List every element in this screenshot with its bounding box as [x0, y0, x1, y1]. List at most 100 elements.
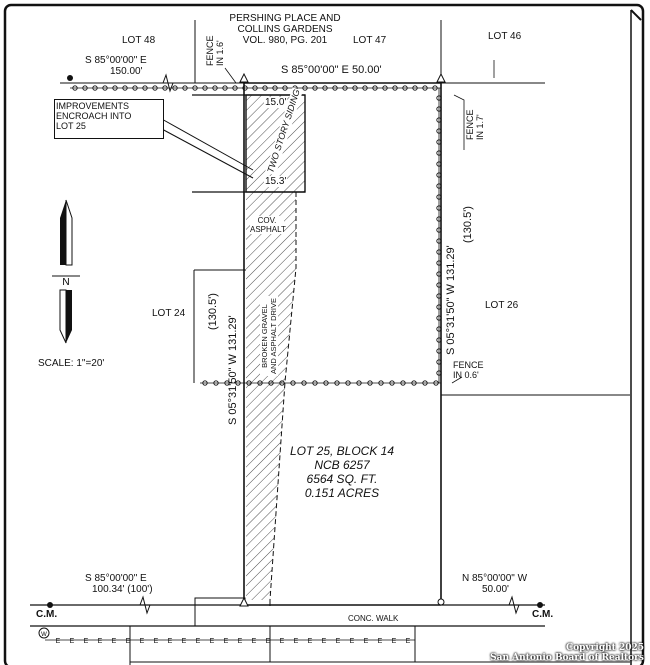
covered-asphalt-label: COV. ASPHALT	[250, 216, 286, 234]
nw-distance: 150.00'	[110, 66, 143, 77]
electric-line-marker: E	[308, 638, 313, 645]
copyright-watermark: Copyright 2025 San Antonio Board of Real…	[490, 643, 644, 663]
fence-post	[436, 282, 442, 288]
fence-post	[433, 380, 439, 386]
page-border	[3, 3, 645, 665]
sw-distance: 100.34' (100')	[92, 584, 153, 595]
fence-post	[192, 85, 198, 91]
fence-post	[82, 85, 88, 91]
lot-46-label: LOT 46	[488, 31, 522, 42]
fence-post	[367, 380, 373, 386]
fence-e-offset: IN 0.6'	[453, 370, 479, 380]
fence-post	[436, 106, 442, 112]
copyright-line-1: Copyright 2025	[565, 643, 644, 653]
electric-line-marker: E	[350, 638, 355, 645]
adjacent-lot-lines	[60, 20, 630, 396]
fence-post	[257, 380, 263, 386]
fence-post	[246, 380, 252, 386]
copyright-line-2: San Antonio Board of Realtors	[490, 653, 644, 663]
electric-line-marker: E	[252, 638, 257, 645]
svg-text:W: W	[41, 632, 47, 638]
fence-post	[92, 85, 98, 91]
fence-post	[436, 359, 442, 365]
fence-post	[436, 315, 442, 321]
fence-post	[202, 380, 208, 386]
electric-line-marker: E	[336, 638, 341, 645]
electric-line-marker: E	[266, 638, 271, 645]
conc-walk-label: CONC. WALK	[348, 614, 399, 623]
fence-post	[411, 380, 417, 386]
electric-line-marker: E	[364, 638, 369, 645]
electric-line-marker: E	[294, 638, 299, 645]
fence-post	[436, 95, 442, 101]
fence-ne-offset: IN 1.7'	[475, 114, 485, 140]
se-distance: 50.00'	[482, 584, 509, 595]
electric-line-marker: E	[84, 638, 89, 645]
fence-post	[436, 370, 442, 376]
nw-bearing: S 85°00'00" E	[85, 55, 147, 66]
fence-post	[122, 85, 128, 91]
se-bearing: N 85°00'00" W	[462, 573, 528, 584]
callout-line-3: LOT 25	[56, 121, 86, 131]
fence-post	[312, 85, 318, 91]
carport-label-1: COV.	[257, 216, 277, 225]
cm-right-label: C.M.	[532, 609, 554, 620]
street-area	[30, 75, 630, 665]
fence-leaders	[224, 60, 495, 384]
electric-line-marker: E	[210, 638, 215, 645]
fence-post	[436, 227, 442, 233]
fence-post	[323, 380, 329, 386]
carport-label-2: ASPHALT	[250, 225, 286, 234]
fence-post	[436, 205, 442, 211]
fence-post	[436, 326, 442, 332]
electric-line-marker: E	[238, 638, 243, 645]
fence-post	[142, 85, 148, 91]
electric-line-marker: E	[406, 638, 411, 645]
fence-post	[212, 85, 218, 91]
fence-post	[436, 216, 442, 222]
fence-post	[382, 85, 388, 91]
fence-post	[224, 380, 230, 386]
subject-lot-label: LOT 25, BLOCK 14 NCB 6257 6564 SQ. FT. 0…	[282, 444, 402, 500]
fence-post	[252, 85, 258, 91]
fence-post	[436, 348, 442, 354]
fence-post	[72, 85, 78, 91]
encroachment-callout: IMPROVEMENTS ENCROACH INTO LOT 25	[56, 101, 160, 131]
fence-post	[152, 85, 158, 91]
fence-post	[202, 85, 208, 91]
fence-post	[389, 380, 395, 386]
fence-post	[342, 85, 348, 91]
cm-left-label: C.M.	[36, 609, 58, 620]
electric-line-marker: E	[70, 638, 75, 645]
fence-ne-label: FENCE IN 1.7'	[465, 109, 485, 140]
west-side-record: (130.5')	[207, 293, 219, 330]
fence-post	[436, 183, 442, 189]
fence-post	[436, 271, 442, 277]
line-break-symbols	[139, 73, 520, 615]
fence-post	[436, 260, 442, 266]
fence-post	[432, 85, 438, 91]
fence-e-label: FENCE IN 0.6'	[453, 360, 484, 380]
fence-post	[334, 380, 340, 386]
encroachment-callout-box	[54, 99, 164, 139]
north-line-bearing: S 85°00'00" E 50.00'	[281, 64, 382, 76]
fence-post	[372, 85, 378, 91]
fence-post	[378, 380, 384, 386]
subdivision-line-1: PERSHING PLACE AND	[229, 13, 341, 24]
electric-line-marker: E	[392, 638, 397, 645]
east-side-record: (130.5')	[462, 206, 474, 243]
fence-post	[232, 85, 238, 91]
scale-label: SCALE: 1"=20'	[38, 358, 105, 369]
fence-post	[436, 139, 442, 145]
fence-post	[436, 337, 442, 343]
subdivision-line-2: COLLINS GARDENS	[237, 24, 333, 35]
fence-ne-text: FENCE	[465, 109, 475, 140]
fence-e-text: FENCE	[453, 360, 484, 370]
fence-post	[392, 85, 398, 91]
electric-line-marker: E	[224, 638, 229, 645]
subject-lot-line-3: 6564 SQ. FT.	[306, 472, 378, 486]
west-side-bearing: S 05°31'50" W 131.29'	[227, 315, 239, 425]
electric-line-marker: E	[168, 638, 173, 645]
lot-48-label: LOT 48	[122, 35, 156, 46]
